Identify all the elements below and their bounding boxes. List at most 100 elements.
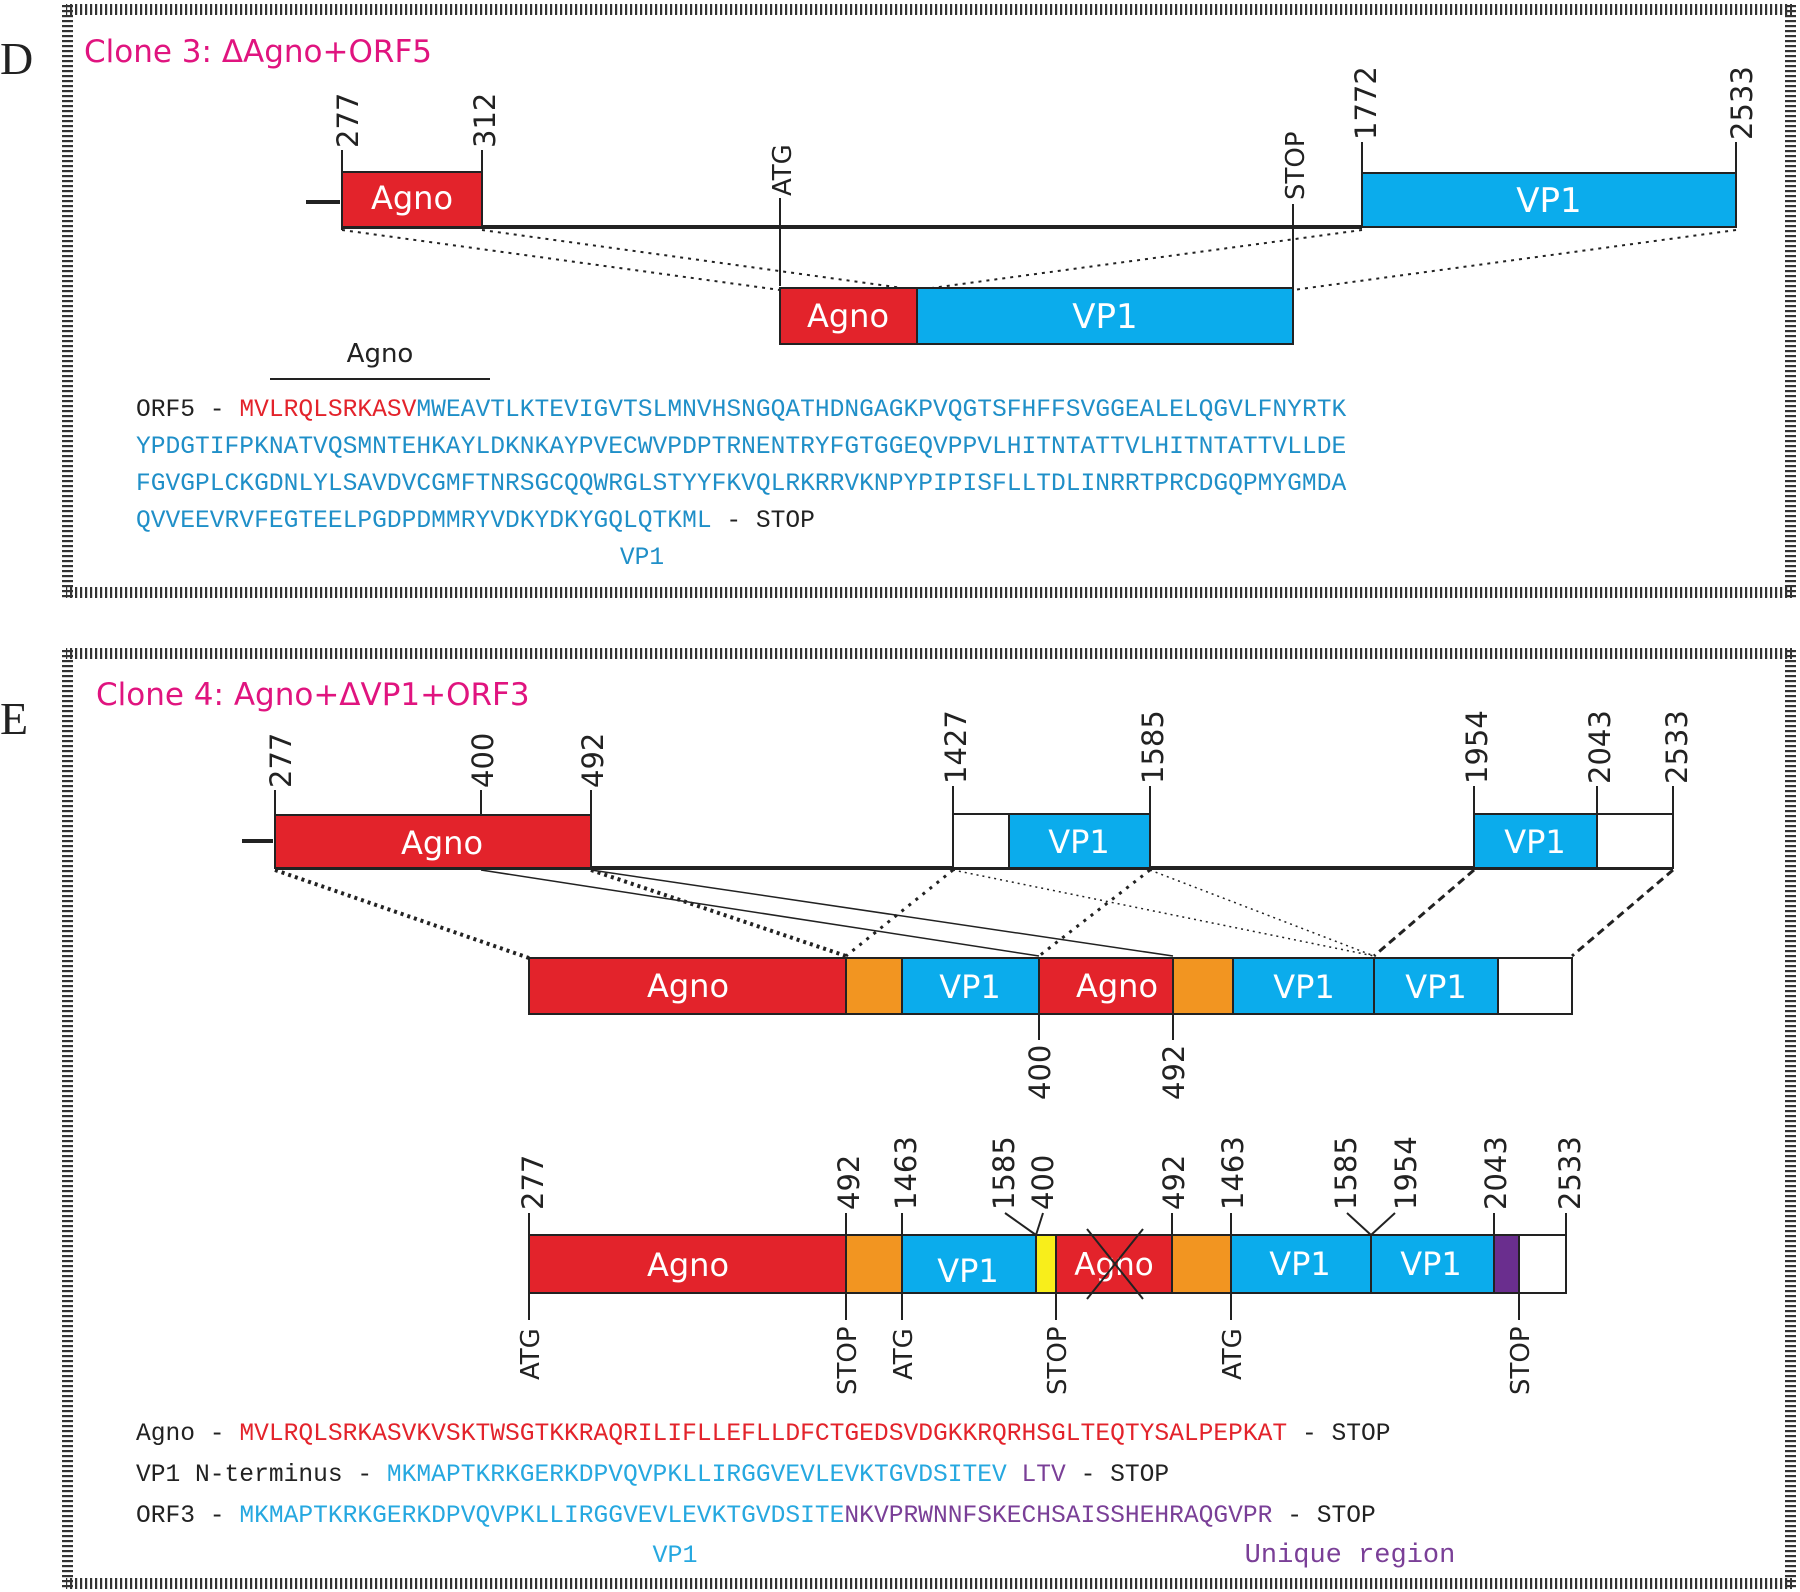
genome-vp1-box-2 [1473,813,1598,869]
vp1-nterm-residues: MKMAPTKRKGERKDPVQVPKLLIRGGVEVLEVKTGVDSIT… [387,1462,1007,1489]
orf-vp1-label-3: VP1 [1400,1245,1462,1283]
orf5-sequence-line-4: QVVEEVRVFEGTEELPGDPDMMRYVDKYDKYGQLQTKML … [136,508,815,535]
panel-e: E Clone 4: Agno+ΔVP1+ORF3 Agno VP1 VP1 2… [0,648,1796,1589]
agno-gene-label: Agno [371,179,453,217]
atg-label: ATG [768,144,798,196]
agno-gene-box [341,171,483,228]
genome-agno-box [274,814,592,869]
rear-vp1-box-1 [901,957,1040,1015]
panel-d-border-right [1785,4,1796,598]
panel-d-title: Clone 3: ΔAgno+ORF5 [84,34,432,70]
rear-number-492: 492 [1157,1045,1191,1100]
rear-vp1-box-2 [1232,957,1375,1015]
orf-vp1-label-2: VP1 [1269,1245,1331,1283]
rear-agno-label-2: Agno [1076,967,1158,1005]
orf-number-1585b: 1585 [1329,1136,1363,1210]
e-number-492: 492 [576,733,610,788]
product-vp1-box [916,287,1294,345]
orf-orange-box-1 [845,1234,903,1294]
orf3-label: ORF3 - [136,1503,239,1530]
orf-purple-box [1493,1234,1520,1294]
orf-number-400: 400 [1026,1155,1060,1210]
orf5-vp1-caption: VP1 [620,545,664,572]
orf-number-2043: 2043 [1479,1136,1513,1210]
orf5-agno-residues: MVLRQLSRKASV [239,397,416,424]
panel-d-letter: D [0,33,33,84]
orf-stop-label-1: STOP [833,1326,863,1395]
orf5-vp1-residues-4: QVVEEVRVFEGTEELPGDPDMMRYVDKYDKYGQLQTKML [136,508,712,535]
orf-stop-label-2: STOP [1043,1326,1073,1395]
number-1772: 1772 [1349,66,1383,140]
orf-vp1-box-1 [901,1234,1037,1294]
number-312: 312 [468,93,502,148]
orf5-stop: - STOP [712,508,815,535]
orf-white-box [1518,1234,1567,1294]
vp1-nterm-ltv: LTV [1007,1462,1066,1489]
orf-yellow-box [1035,1234,1057,1294]
genome-vp1-label-1: VP1 [1048,823,1110,861]
genome-agno-label: Agno [401,824,483,862]
e-number-2043: 2043 [1583,710,1617,784]
e-number-1427: 1427 [939,710,973,784]
orf5-sequence-line-2: YPDGTIFPKNATVQSMNTEHKAYLDKNKAYPVECWVPDPT… [136,434,1346,461]
rear-agno-box-2 [1038,957,1174,1015]
orf3-vp1-caption: VP1 [652,1541,697,1570]
agno-seq-label: Agno - [136,1421,239,1448]
orf-number-277: 277 [516,1155,550,1210]
rear-vp1-label-2: VP1 [1273,968,1335,1006]
orf-number-1463: 1463 [889,1136,923,1210]
e-number-277: 277 [264,733,298,788]
unique-region-caption: Unique region [1245,1541,1456,1571]
orf-number-2533: 2533 [1553,1136,1587,1210]
panel-e-letter: E [0,693,28,744]
orf5-sequence-line-1: ORF5 - MVLRQLSRKASVMWEAVTLKTEVIGVTSLMNVH… [136,397,1346,424]
number-2533: 2533 [1725,66,1759,140]
orf-vp1-box-3 [1370,1234,1495,1294]
orf3-sequence: ORF3 - MKMAPTKRKGERKDPVQVPKLLIRGGVEVLEVK… [136,1503,1376,1530]
vp1-nterm-sequence: VP1 N-terminus - MKMAPTKRKGERKDPVQVPKLLI… [136,1462,1169,1489]
orf-agno-label: Agno [647,1246,729,1284]
rear-number-400: 400 [1023,1045,1057,1100]
stop-label: STOP [1281,131,1311,200]
rear-white-box [1497,957,1573,1015]
orf-orange-box-2 [1171,1234,1232,1294]
e-number-1954: 1954 [1460,710,1494,784]
e-number-2533: 2533 [1660,710,1694,784]
cross-out-line-2 [1086,1228,1144,1300]
orf-number-1463b: 1463 [1216,1136,1250,1210]
panel-d-border-bottom [66,587,1792,598]
panel-d-border-top [66,4,1792,15]
orf-atg-label-2: ATG [889,1328,919,1380]
e-mapping-lines [274,868,1674,960]
rear-vp1-label-1: VP1 [939,968,1001,1006]
orf-top-ticks [528,1212,1567,1236]
product-vp1-label: VP1 [1072,297,1137,337]
agno-bracket-label: Agno [347,339,414,369]
orf-atg-label-1: ATG [516,1328,546,1380]
orf5-vp1-residues-1: MWEAVTLKTEVIGVTSLMNVHSNGQATHDNGAGKPVQGTS… [416,397,1346,424]
mapping-lines [341,229,1737,291]
orf-agno-box [528,1234,847,1294]
vp1-gene-label: VP1 [1516,181,1581,221]
orf-bottom-ticks [528,1293,1520,1320]
genome-vp1-label-2: VP1 [1504,823,1566,861]
orf3-stop: - STOP [1272,1503,1375,1530]
number-277: 277 [331,93,365,148]
e-number-400: 400 [466,733,500,788]
panel-e-border-bottom [66,1578,1792,1589]
rear-orange-box-2 [1172,957,1234,1015]
orf-number-1954: 1954 [1389,1136,1423,1210]
vp1-nterm-label: VP1 N-terminus - [136,1462,387,1489]
orf-stop-label-3: STOP [1506,1326,1536,1395]
panel-e-border-top [66,648,1792,659]
product-agno-label: Agno [807,297,889,335]
panel-e-border-right [1785,648,1796,1589]
orf-vp1-box-2 [1230,1234,1372,1294]
orf-vp1-label-1: VP1 [937,1252,999,1290]
orf3-vp1-residues: MKMAPTKRKGERKDPVQVPKLLIRGGVEVLEVKTGVDSIT… [239,1503,844,1530]
orf5-label: ORF5 - [136,397,239,424]
panel-d-border-left [62,4,73,598]
orf-number-492b: 492 [1157,1155,1191,1210]
vp1-gene-box [1361,172,1737,228]
